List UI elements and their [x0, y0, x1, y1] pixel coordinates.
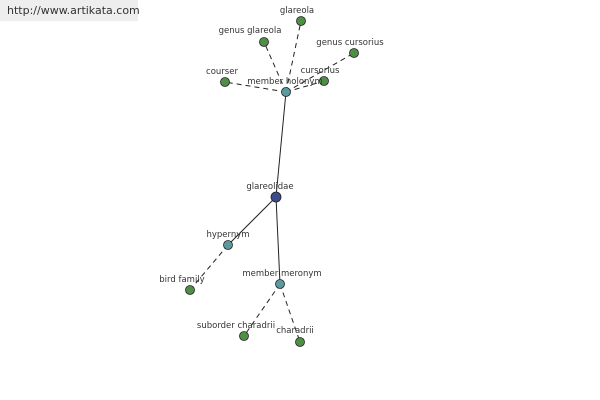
- watermark-url[interactable]: http://www.artikata.com: [0, 0, 140, 21]
- node-label-cursorius[interactable]: cursorius: [301, 66, 340, 76]
- node-label-charadrii[interactable]: charadrii: [276, 326, 314, 336]
- node-glareolidae[interactable]: [270, 191, 282, 203]
- edge-member-holonym-to-courser: [224, 81, 287, 93]
- labels-layer: glareolidae member holonym hypernym member …: [159, 6, 384, 336]
- node-suborder-charadrii[interactable]: [239, 331, 249, 341]
- node-bird-family[interactable]: [185, 285, 195, 295]
- edge-member-holonym-to-genus-glareola: [263, 41, 287, 93]
- nodes-layer: [185, 16, 359, 347]
- node-member-holonym[interactable]: [281, 87, 291, 97]
- edge-member-meronym-to-suborder-charadrii: [243, 283, 281, 337]
- node-label-genus-glareola[interactable]: genus glareola: [219, 26, 282, 36]
- node-label-bird-family[interactable]: bird family: [159, 275, 204, 285]
- node-cursorius[interactable]: [319, 76, 329, 86]
- edge-glareolidae-to-member-meronym: [275, 196, 281, 285]
- node-hypernym[interactable]: [223, 240, 233, 250]
- node-member-meronym[interactable]: [275, 279, 285, 289]
- node-label-glareola[interactable]: glareola: [280, 6, 314, 16]
- node-label-hypernym[interactable]: hypernym: [206, 230, 249, 240]
- node-label-member-meronym[interactable]: member meronym: [242, 269, 321, 279]
- edge-glareolidae-to-hypernym: [227, 196, 277, 246]
- node-glareola[interactable]: [296, 16, 306, 26]
- node-charadrii[interactable]: [295, 337, 305, 347]
- node-courser[interactable]: [220, 77, 230, 87]
- node-label-member-holonym[interactable]: member holonym: [247, 77, 322, 87]
- node-label-suborder-charadrii[interactable]: suborder charadrii: [197, 321, 275, 331]
- edge-member-meronym-to-charadrii: [279, 283, 301, 343]
- edge-member-holonym-to-cursorius: [285, 80, 325, 93]
- edge-member-holonym-to-glareola: [285, 20, 302, 93]
- edge-hypernym-to-bird-family: [189, 244, 229, 291]
- node-genus-cursorius[interactable]: [349, 48, 359, 58]
- node-label-glareolidae[interactable]: glareolidae: [246, 182, 293, 192]
- node-label-genus-cursorius[interactable]: genus cursorius: [316, 38, 384, 48]
- edge-member-holonym-to-genus-cursorius: [285, 52, 355, 93]
- node-genus-glareola[interactable]: [259, 37, 269, 47]
- node-label-courser[interactable]: courser: [206, 67, 238, 77]
- edges-layer: [189, 20, 355, 343]
- edge-glareolidae-to-member-holonym: [275, 91, 287, 198]
